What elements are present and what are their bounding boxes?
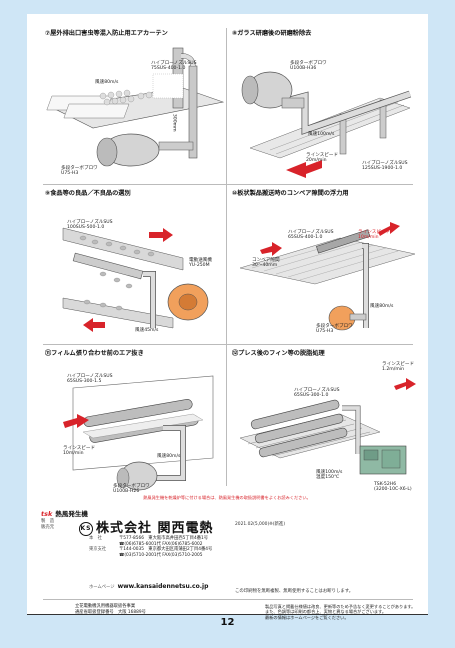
nozzle-model-label: ハイブローノズルSUS: [294, 388, 340, 393]
glass-polish-illustration: [241, 71, 412, 178]
nozzle-model-label: ハイブローノズルSUS: [67, 220, 113, 225]
nozzle-model-label: ハイブローノズルSUS: [67, 374, 113, 379]
copyright-notice: この印刷物を無断複製、無断使用することはお断りします。: [235, 589, 354, 594]
tsk-logo: tsk: [41, 510, 53, 518]
column-divider: [226, 28, 227, 486]
wind-speed-label: 風速80m/s: [157, 454, 181, 459]
wind-speed-label: 風速80m/s: [95, 80, 119, 85]
row-divider: [43, 184, 413, 185]
footer-line: 立花電動機汎用機器取扱各事業: [75, 604, 136, 609]
page-number: 12: [220, 617, 235, 628]
nozzle-model-code: 65SUS-300-1.5: [67, 379, 102, 385]
line-speed-value: 1.2m/min: [382, 367, 404, 373]
nozzle-model-label: ハイブローノズルSUS: [362, 161, 408, 166]
footer-line: 製品写真と掲載仕様値は改良、更新等のため予告なく変更することがあります。: [265, 604, 416, 609]
line-speed-label: ラインスピード: [63, 446, 96, 451]
disclaimer: 製品写真と掲載仕様値は改良、更新等のため予告なく変更することがあります。また、色…: [265, 604, 415, 620]
line-speed-label: ラインスピード: [306, 153, 339, 158]
line-speed-label: ラインスピード: [382, 362, 415, 367]
blower-label: 多段ターボブロワ: [113, 484, 150, 489]
line-speed-value: 10m/min: [63, 451, 84, 457]
page-rule: [27, 614, 428, 615]
footer-divider: [43, 599, 413, 600]
address-block: 本 社〒577-8566 東大阪市高井田西5丁目4番1号 ☎(06)6785-6…: [89, 536, 212, 558]
degreasing-illustration: [239, 378, 416, 475]
maker-label: 製 造販売元: [41, 519, 55, 530]
blower-label: 多段ターボブロワ: [316, 324, 353, 329]
line-speed-label: ラインスピード: [358, 230, 391, 235]
panel-title: ⑦屋外排出口害虫等混入防止用エアカーテン: [45, 30, 168, 37]
company-name-text: 株式会社 関西電熱: [96, 521, 214, 536]
print-date: 2021.02(5,000)※(新進): [235, 522, 286, 527]
blower-model: U75-H3: [61, 171, 79, 177]
panel-title: ⑩板状製品搬送時のコンベア隙間の浮力用: [232, 190, 349, 197]
panel-title: ⑪フィルム張り合わせ前のエア抜き: [45, 350, 144, 357]
panel-title: ⑫プレス後のフィン等の脱脂処理: [232, 350, 325, 357]
gap-label: コンベア隙間: [252, 258, 280, 263]
registration-info: 立花電動機汎用機器取扱各事業通産省取扱登録番号 大阪 16889号: [75, 604, 146, 615]
footer-line: 通産省取扱登録番号 大阪 16889号: [75, 609, 146, 615]
safety-notice: 熱風発生機を乾燥炉等に付ける場合は、熱風発生機の取扱説明書をよくお読みください。: [143, 495, 311, 500]
address-line: ☎(06)6785-6001代 FAX(06)6785-6002: [119, 541, 203, 547]
nozzle-model-code: 100SUS-500-1.0: [67, 225, 105, 231]
address-line: ☎(03)5710-2001代 FAX(03)5710-2005: [119, 552, 203, 558]
fan-model: YU-250M: [189, 263, 210, 269]
company-logo: KS: [79, 521, 93, 536]
blower-model: U100B-H36: [290, 66, 317, 72]
wind-speed-label: 風速100m/s: [316, 470, 343, 475]
fan-label: 電動送風機: [189, 258, 212, 263]
panel-title: ⑨食品等の良品／不良品の選別: [45, 190, 131, 197]
nozzle-model-label: ハイブローノズルSUS: [288, 230, 334, 235]
film-lamination-illustration: [63, 375, 214, 491]
blower-label: 多段ターボブロワ: [290, 61, 327, 66]
line-speed-value: 10m/min: [358, 235, 379, 241]
blower-model: U75-H3: [316, 329, 334, 335]
air-curtain-illustration: [46, 47, 225, 167]
blower-model: U100B-H26: [113, 489, 140, 495]
nozzle-model-code: 65SUS-300-1.0: [294, 393, 329, 399]
heater-model-code: (3200-10C-X6-L): [374, 487, 412, 493]
footer-line: 最新の情報はホームページをご覧ください。: [265, 614, 349, 620]
line-speed-value: 20m/min: [306, 158, 327, 164]
nozzle-model-code: 65SUS-400-1.0: [288, 235, 323, 241]
website-link[interactable]: www.kansaidennetsu.co.jp: [117, 583, 209, 590]
food-sorting-illustration: [62, 227, 209, 332]
panel-title: ⑧ガラス研磨後の研磨粉除去: [232, 30, 312, 37]
address-line: 東京支社〒144-0035 東京都大田区南蒲田2丁目4番4号: [89, 547, 213, 553]
brand-name: 熱風発生機: [55, 510, 88, 518]
gap-value: 30〜40mm: [252, 263, 278, 269]
blower-label: 多段ターボブロワ: [61, 166, 98, 171]
footer-line: また、色調等は印刷の都合上、実物と異なる場合がございます。: [265, 609, 387, 615]
conveyor-gap-illustration: [239, 222, 416, 331]
nozzle-model-label: ハイブローノズルSUS: [151, 61, 197, 66]
wind-speed-label: 風速80m/s: [370, 304, 394, 309]
wind-speed-label: 風速45m/s: [135, 328, 159, 333]
dimension-label: 300mm: [171, 113, 177, 132]
heater-model: TSK-52H6: [374, 482, 397, 487]
temperature-label: 温度150℃: [316, 475, 340, 481]
wind-speed-label: 風速100m/s: [308, 132, 335, 137]
nozzle-model-code: 125SUS-1900-1.0: [362, 166, 403, 172]
row-divider: [43, 344, 413, 345]
nozzle-model-code: 75SUS-400-1.0: [151, 66, 186, 72]
address-line: 本 社〒577-8566 東大阪市高井田西5丁目4番1号: [89, 536, 209, 541]
